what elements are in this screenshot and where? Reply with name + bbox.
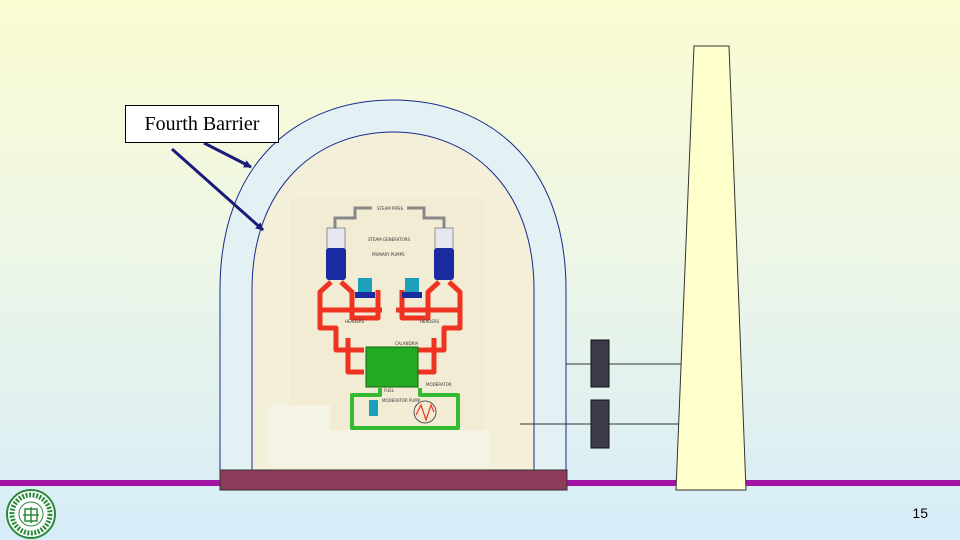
filter-box-upper: [590, 339, 610, 388]
primary-pump-left-base: [355, 292, 375, 298]
steam-generator-right-top: [434, 227, 454, 251]
filter-box-lower: [590, 399, 610, 449]
label-steam-generators: STEAM GENERATORS: [368, 237, 411, 242]
callout-arrow-inner: [171, 147, 264, 232]
primary-pump-right-base: [402, 292, 422, 298]
label-steam-pipes: STEAM PIPES: [377, 206, 404, 211]
primary-coolant-loop: [317, 280, 463, 375]
label-calandria: CALANDRIA: [395, 341, 419, 346]
callout-arrow-outer: [203, 141, 252, 169]
base-slab: [219, 469, 568, 491]
calandria: [365, 346, 419, 388]
steam-generator-right: [434, 248, 454, 280]
callout-label: Fourth Barrier: [144, 112, 260, 135]
label-fuel: FUEL: [384, 388, 395, 393]
exhaust-stack: [675, 45, 747, 491]
label-headers-left: HEADERS: [345, 319, 365, 324]
heat-exchanger-coil: [415, 403, 435, 422]
steam-generator-left-top: [326, 227, 346, 251]
steam-pipe-left: [333, 206, 372, 230]
label-moderator-pump: MODERATOR PUMP: [382, 398, 421, 403]
callout-fourth-barrier: Fourth Barrier: [125, 105, 279, 143]
primary-pump-left: [358, 278, 372, 294]
label-primary-pumps: PRIMARY PUMPS: [372, 252, 405, 257]
moderator-loop: [350, 388, 460, 430]
steam-pipe-right: [407, 206, 446, 230]
label-headers-right: HEADERS: [420, 319, 440, 324]
schematic-paper-lower: [330, 430, 490, 467]
page-number: 15: [912, 505, 928, 521]
steam-generator-left: [326, 248, 346, 280]
schematic-paper-lower-left: [268, 405, 330, 467]
label-moderator: MODERATOR: [426, 382, 452, 387]
moderator-pump: [369, 400, 378, 416]
institution-logo-icon: [6, 489, 56, 539]
primary-pump-right: [405, 278, 419, 294]
